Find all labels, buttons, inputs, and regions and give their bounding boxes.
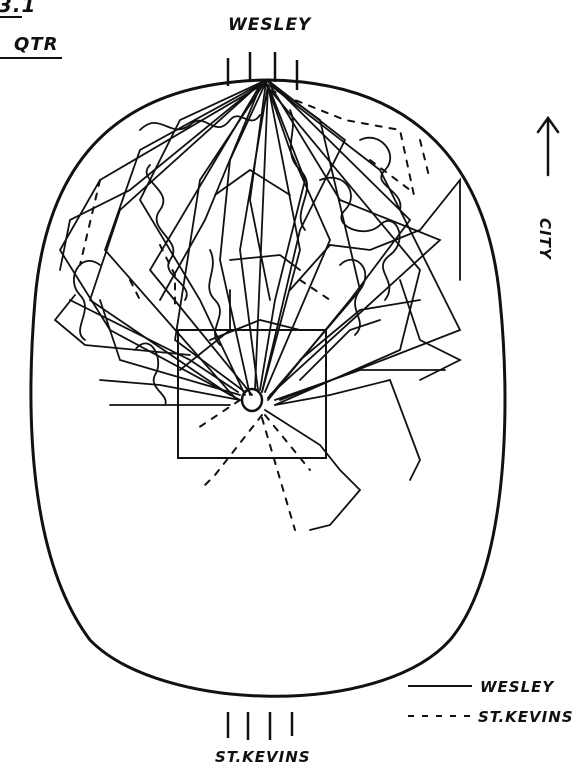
top-entrance-label: WESLEY [228, 15, 312, 35]
subtitle-label: QTR [14, 34, 58, 55]
city-label: CITY [536, 218, 554, 261]
legend-wesley-label: WESLEY [480, 678, 555, 696]
bottom-entrance-posts [228, 712, 292, 740]
stkevins-paths [80, 90, 430, 530]
legend: WESLEY ST.KEVINS [408, 678, 574, 726]
city-arrow [538, 118, 558, 175]
bottom-entrance-label: ST.KEVINS [215, 748, 311, 766]
figure-label: 3.1 [0, 0, 36, 17]
legend-stkevins-label: ST.KEVINS [478, 708, 574, 726]
room-boundary-oval [31, 80, 505, 696]
wesley-paths [55, 82, 460, 530]
